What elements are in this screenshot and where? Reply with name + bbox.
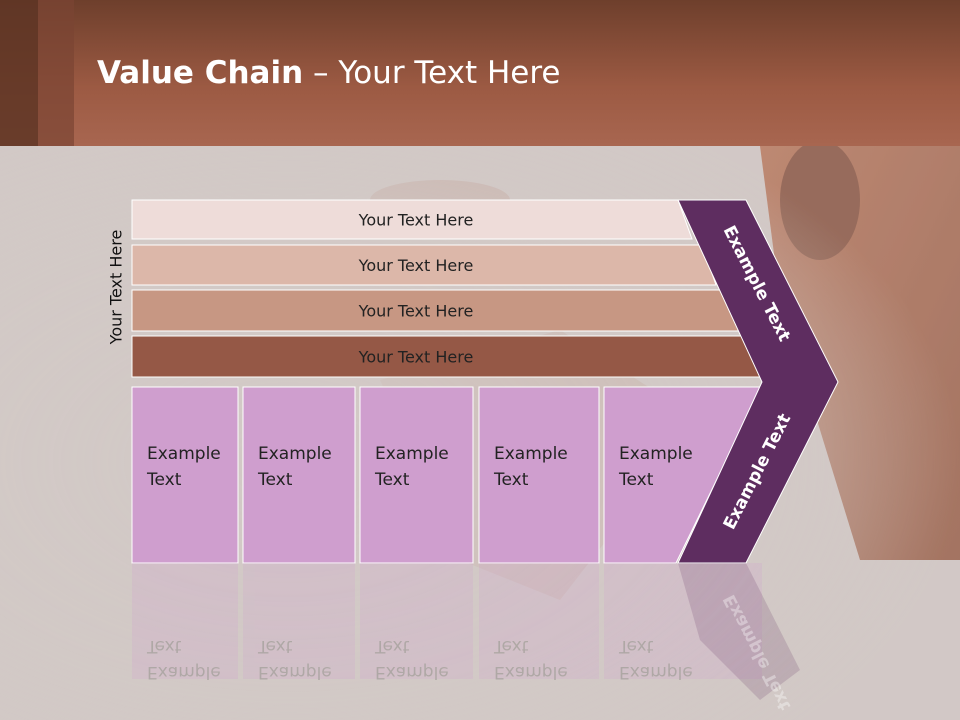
svg-text:Text: Text	[374, 636, 410, 656]
support-bar-label: Your Text Here	[358, 348, 474, 367]
svg-text:Text: Text	[618, 636, 654, 656]
primary-box	[359, 386, 474, 564]
svg-text:Example: Example	[258, 662, 332, 682]
primary-box-text: Example	[258, 444, 332, 464]
primary-box-text: Text	[257, 470, 293, 490]
primary-box	[603, 386, 763, 564]
svg-text:Example: Example	[375, 662, 449, 682]
title-rest: – Your Text Here	[303, 55, 561, 91]
header-stripe	[0, 0, 38, 146]
primary-box	[478, 386, 600, 564]
primary-box-text: Example	[375, 444, 449, 464]
support-bar-label: Your Text Here	[358, 302, 474, 321]
header-stripe	[38, 0, 74, 146]
support-bar-label: Your Text Here	[358, 211, 474, 230]
primary-box	[131, 386, 239, 564]
svg-text:Example: Example	[494, 662, 568, 682]
svg-text:Text: Text	[146, 636, 182, 656]
svg-text:Text: Text	[493, 636, 529, 656]
chevron-arrow-reflection	[678, 563, 800, 700]
primary-box-text: Text	[493, 470, 529, 490]
header-band: Value Chain – Your Text Here	[0, 0, 960, 146]
primary-box-text: Text	[374, 470, 410, 490]
svg-text:Example: Example	[147, 662, 221, 682]
svg-text:Example: Example	[619, 662, 693, 682]
primary-box-text: Example	[494, 444, 568, 464]
primary-box-text: Text	[146, 470, 182, 490]
primary-box-text: Text	[618, 470, 654, 490]
svg-text:Text: Text	[257, 636, 293, 656]
slide-title: Value Chain – Your Text Here	[97, 55, 560, 91]
primary-box-text: Example	[619, 444, 693, 464]
primary-box-text: Example	[147, 444, 221, 464]
support-bar	[131, 244, 717, 286]
primary-box	[242, 386, 356, 564]
title-bold: Value Chain	[97, 55, 304, 91]
support-bar	[131, 199, 693, 240]
support-bar-label: Your Text Here	[358, 256, 474, 275]
chevron-arrow	[677, 199, 839, 564]
